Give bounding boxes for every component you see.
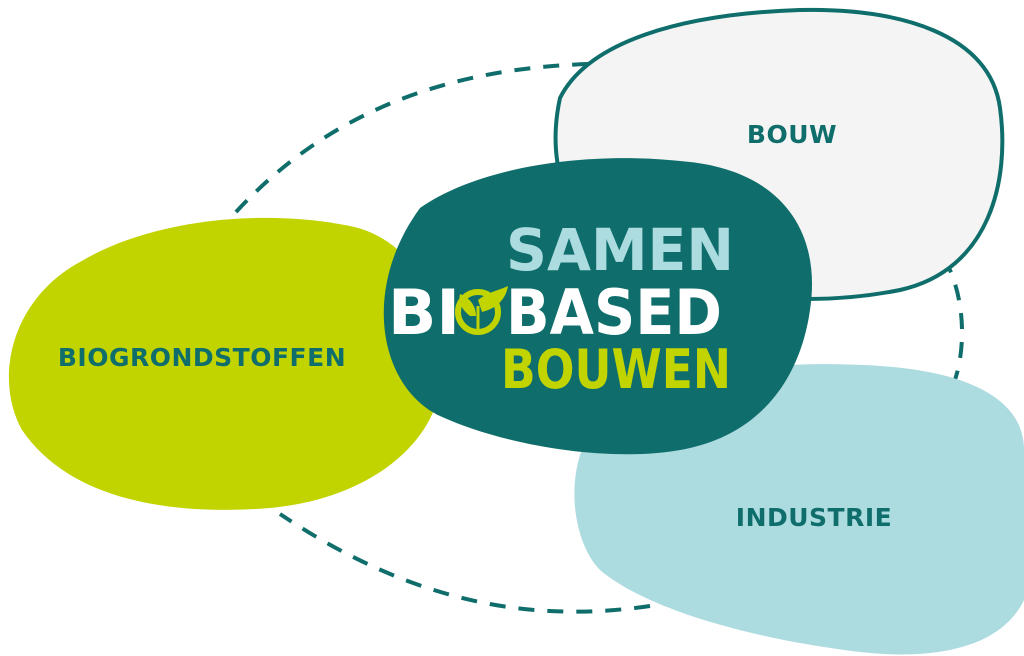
blob-biogrondstoffen-label: BIOGRONDSTOFFEN <box>58 343 346 372</box>
logo-line-bouwen: BOUWEN <box>501 338 731 401</box>
blob-bouw-label: BOUW <box>747 120 837 149</box>
blob-biogrondstoffen: BIOGRONDSTOFFEN <box>8 217 443 510</box>
leaf-o-icon <box>455 286 508 335</box>
central-logo: SAMEN BI BASED BOUWEN <box>383 158 813 455</box>
logo-line-samen: SAMEN <box>506 216 734 284</box>
blob-industrie-label: INDUSTRIE <box>736 503 892 532</box>
central-logo-shape <box>383 158 813 455</box>
logo-line-based: BASED <box>506 276 722 349</box>
blob-biogrondstoffen-shape <box>8 217 443 510</box>
logo-line-bi: BI <box>388 276 460 349</box>
